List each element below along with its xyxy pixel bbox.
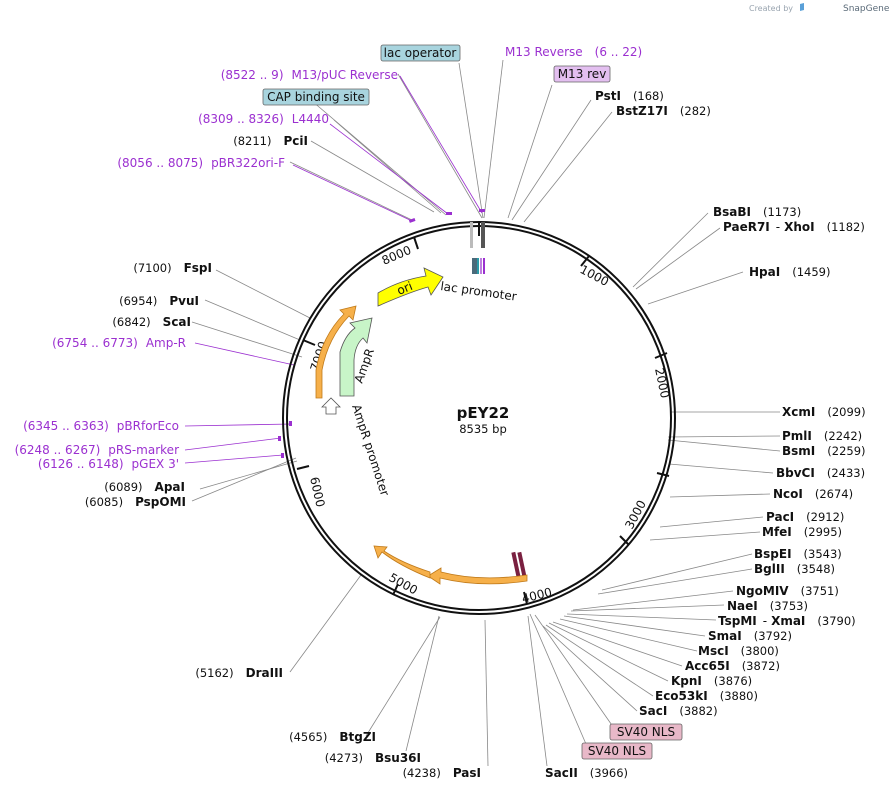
orange-arrow-left: [315, 305, 357, 399]
primer-prs-marker: (6248 .. 6267)pRS-marker: [15, 443, 179, 457]
enzyme-xcmi: XcmI(2099): [782, 405, 866, 419]
primer-l4440: (8309 .. 8326)L4440: [198, 112, 329, 126]
enzyme-bbvci: BbvCI(2433): [776, 466, 865, 480]
primer-amp-r: (6754 .. 6773)Amp-R: [52, 336, 186, 350]
pbrforeco-primer-mark: [289, 421, 292, 426]
primer-pbr322ori-f: (8056 .. 8075)pBR322ori-F: [117, 156, 285, 170]
enzyme-apai: (6089)ApaI: [104, 480, 185, 494]
enzyme-acc65i: Acc65I(3872): [685, 659, 780, 673]
enzyme-eco53ki: Eco53kI(3880): [655, 689, 758, 703]
sv40-nls-mark-1: [511, 551, 521, 579]
pbr322-primer-mark: [408, 218, 416, 223]
pgex-primer-mark: [281, 453, 284, 458]
enzyme-psti: PstI(168): [595, 89, 664, 103]
ori-arrow: [377, 267, 444, 307]
enzyme-bglii: BglII(3548): [754, 562, 835, 576]
cap-binding-site-label: CAP binding site: [267, 90, 365, 104]
ruler-label-4000: 4000: [520, 585, 553, 606]
primer-lines: [184, 75, 483, 464]
enzyme-bsu36i: (4273)Bsu36I: [325, 751, 421, 765]
sv40-nls-box-2: SV40 NLS: [581, 742, 653, 760]
enzyme-saci: SacI(3882): [639, 704, 718, 718]
m13-primer-mark: [479, 209, 485, 212]
enzyme-paci: PacI(2912): [766, 510, 844, 524]
enzyme-draiii: (5162)DraIII: [195, 666, 283, 680]
enzyme-fspi: (7100)FspI: [133, 261, 212, 275]
primer-m13-puc-reverse: (8522 .. 9)M13/pUC Reverse: [221, 68, 398, 82]
enzyme-msci: MscI(3800): [698, 644, 779, 658]
enzyme-pasi: (4238)PasI: [403, 766, 481, 780]
l4440-primer-mark: [446, 212, 452, 215]
connector-lines: [191, 59, 781, 767]
enzyme-btgzi: (4565)BtgZI: [289, 730, 376, 744]
enzyme-labels-right: PstI(168) BstZ17I(282) BsaBI(1173) PaeR7…: [545, 89, 866, 780]
cap-binding-site-box: CAP binding site: [262, 88, 370, 106]
ampr-promoter-arrow: [321, 397, 341, 415]
watermark-brand: SnapGene: [843, 4, 890, 14]
cap-site-mark: [470, 222, 473, 248]
ori-label: ori: [395, 279, 415, 298]
watermark-prefix: Created by: [749, 4, 793, 13]
ruler-ticks: [296, 222, 670, 605]
enzyme-bsmi: BsmI(2259): [782, 444, 866, 458]
ampr-arrow: [339, 317, 373, 397]
lac-operator-label: lac operator: [384, 46, 457, 60]
enzyme-sacii: SacII(3966): [545, 766, 628, 780]
orange-arrow-bottom: [427, 567, 528, 585]
lac-operator-box: lac operator: [380, 44, 461, 62]
lac-promoter-label: lac promoter: [440, 279, 518, 304]
orange-arrow-bottom-left: [373, 545, 431, 579]
enzyme-pspomi: (6085)PspOMI: [85, 495, 186, 509]
primer-pgex3: (6126 .. 6148)pGEX 3': [38, 457, 179, 471]
enzyme-smai: SmaI(3792): [708, 629, 792, 643]
enzyme-pvui: (6954)PvuI: [119, 294, 199, 308]
lac-promoter-mark: [472, 258, 477, 274]
enzyme-paer7i-xhoi: PaeR7I-XhoI(1182): [723, 220, 865, 234]
enzyme-pmli: PmlI(2242): [782, 429, 862, 443]
enzyme-naei: NaeI(3753): [727, 599, 808, 613]
lac-operator-mark: [481, 222, 485, 248]
ruler-label-1000: 1000: [578, 262, 612, 289]
m13-rev-label: M13 rev: [558, 67, 607, 81]
sv40-nls-label-2: SV40 NLS: [588, 744, 646, 758]
enzyme-hpai: HpaI(1459): [749, 265, 830, 279]
enzyme-tspmi-xmai: TspMI-XmaI(3790): [718, 614, 856, 628]
enzyme-kpni: KpnI(3876): [671, 674, 752, 688]
snapgene-watermark: Created by SnapGene: [749, 3, 890, 14]
m13-rev-box: M13 rev: [553, 65, 611, 83]
prs-primer-mark: [278, 436, 281, 441]
enzyme-labels-left: (4238)PasI (4273)Bsu36I (4565)BtgZI (516…: [85, 134, 481, 780]
ruler-label-2000: 2000: [652, 367, 672, 400]
snapgene-logo-icon: [800, 3, 804, 11]
enzyme-mfei: MfeI(2995): [762, 525, 842, 539]
backbone-top-features: [278, 209, 527, 579]
enzyme-bsabi: BsaBI(1173): [713, 205, 801, 219]
plasmid-name: pEY22: [457, 404, 510, 422]
primer-pbrforeco: (6345 .. 6363)pBRforEco: [23, 419, 179, 433]
sv40-nls-label-1: SV40 NLS: [617, 725, 675, 739]
sv40-nls-mark-2: [517, 551, 527, 579]
primer-m13-reverse: M13 Reverse(6 .. 22): [505, 45, 642, 59]
ruler-label-6000: 6000: [307, 476, 328, 509]
sv40-nls-box-1: SV40 NLS: [609, 723, 683, 741]
plasmid-length: 8535 bp: [459, 422, 507, 436]
plasmid-center: pEY22 8535 bp: [457, 404, 510, 436]
enzyme-ngomiv: NgoMIV(3751): [736, 584, 839, 598]
enzyme-bstz17i: BstZ17I(282): [616, 104, 711, 118]
enzyme-pcii: (8211)PciI: [233, 134, 308, 148]
ampr-promoter-label: AmpR promoter: [349, 403, 392, 498]
boxed-features: lac operator CAP binding site M13 rev SV…: [262, 44, 683, 760]
enzyme-ncoi: NcoI(2674): [773, 487, 853, 501]
enzyme-bspei: BspEI(3543): [754, 547, 842, 561]
enzyme-scai: (6842)ScaI: [112, 315, 191, 329]
primer-labels: M13 Reverse(6 .. 22) (8522 .. 9)M13/pUC …: [15, 45, 643, 471]
